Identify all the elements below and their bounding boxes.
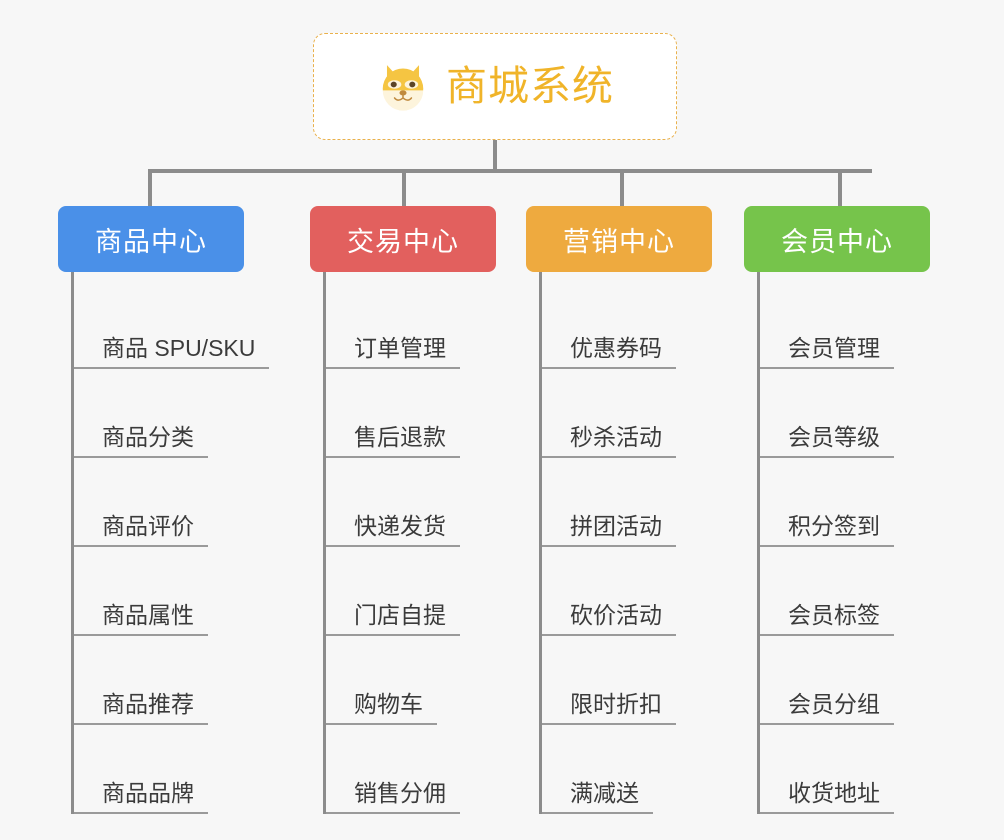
branch-column-transaction-center: 交易中心 订单管理 售后退款 快递发货 门店自提 购物车 销售分佣 — [310, 206, 526, 814]
list-item-label: 商品属性 — [74, 602, 208, 636]
list-item-label: 砍价活动 — [542, 602, 676, 636]
branch-column-product-center: 商品中心 商品 SPU/SKU 商品分类 商品评价 商品属性 商品推荐 商品品牌 — [58, 206, 308, 814]
list-item[interactable]: 商品分类 — [74, 369, 308, 458]
list-item[interactable]: 商品 SPU/SKU — [74, 280, 308, 369]
list-item-label: 售后退款 — [326, 424, 460, 458]
category-header-product-center[interactable]: 商品中心 — [58, 206, 244, 272]
connector-horizontal-bus — [148, 169, 872, 173]
list-item-label: 积分签到 — [760, 513, 894, 547]
list-item-label: 销售分佣 — [326, 780, 460, 814]
branch-column-marketing-center: 营销中心 优惠券码 秒杀活动 拼团活动 砍价活动 限时折扣 满减送 — [526, 206, 742, 814]
list-item-label: 秒杀活动 — [542, 424, 676, 458]
list-item[interactable]: 收货地址 — [760, 725, 960, 814]
item-list-member-center: 会员管理 会员等级 积分签到 会员标签 会员分组 收货地址 — [757, 272, 960, 814]
item-list-marketing-center: 优惠券码 秒杀活动 拼团活动 砍价活动 限时折扣 满减送 — [539, 272, 742, 814]
shiba-dog-face-icon — [382, 64, 424, 111]
list-item-label: 订单管理 — [326, 335, 460, 369]
list-item[interactable]: 商品属性 — [74, 547, 308, 636]
connector-drop-2 — [402, 169, 406, 206]
list-item-label: 商品推荐 — [74, 691, 208, 725]
list-item[interactable]: 商品评价 — [74, 458, 308, 547]
list-item[interactable]: 门店自提 — [326, 547, 526, 636]
connector-drop-4 — [838, 169, 842, 206]
category-header-member-center[interactable]: 会员中心 — [744, 206, 930, 272]
list-item[interactable]: 会员分组 — [760, 636, 960, 725]
list-item-label: 会员标签 — [760, 602, 894, 636]
list-item-label: 购物车 — [326, 691, 437, 725]
list-item-label: 满减送 — [542, 780, 653, 814]
list-item-label: 限时折扣 — [542, 691, 676, 725]
list-item-label: 拼团活动 — [542, 513, 676, 547]
category-header-marketing-center[interactable]: 营销中心 — [526, 206, 712, 272]
list-item-label: 会员分组 — [760, 691, 894, 725]
connector-drop-3 — [620, 169, 624, 206]
list-item-label: 商品分类 — [74, 424, 208, 458]
category-header-transaction-center[interactable]: 交易中心 — [310, 206, 496, 272]
list-item[interactable]: 拼团活动 — [542, 458, 742, 547]
list-item[interactable]: 优惠券码 — [542, 280, 742, 369]
list-item[interactable]: 订单管理 — [326, 280, 526, 369]
list-item-label: 快递发货 — [326, 513, 460, 547]
connector-root-stem — [493, 140, 497, 172]
list-item[interactable]: 会员等级 — [760, 369, 960, 458]
list-item[interactable]: 售后退款 — [326, 369, 526, 458]
list-item[interactable]: 砍价活动 — [542, 547, 742, 636]
list-item-label: 商品品牌 — [74, 780, 208, 814]
list-item-label: 门店自提 — [326, 602, 460, 636]
list-item[interactable]: 限时折扣 — [542, 636, 742, 725]
list-item-label: 优惠券码 — [542, 335, 676, 369]
item-list-transaction-center: 订单管理 售后退款 快递发货 门店自提 购物车 销售分佣 — [323, 272, 526, 814]
list-item[interactable]: 购物车 — [326, 636, 526, 725]
list-item[interactable]: 秒杀活动 — [542, 369, 742, 458]
list-item[interactable]: 销售分佣 — [326, 725, 526, 814]
list-item-label: 商品 SPU/SKU — [74, 335, 270, 369]
list-item[interactable]: 满减送 — [542, 725, 742, 814]
list-item[interactable]: 会员管理 — [760, 280, 960, 369]
root-node-shop-system[interactable]: 商城系统 — [313, 33, 677, 140]
list-item-label: 会员管理 — [760, 335, 894, 369]
list-item[interactable]: 会员标签 — [760, 547, 960, 636]
item-list-product-center: 商品 SPU/SKU 商品分类 商品评价 商品属性 商品推荐 商品品牌 — [71, 272, 308, 814]
list-item[interactable]: 快递发货 — [326, 458, 526, 547]
branch-column-member-center: 会员中心 会员管理 会员等级 积分签到 会员标签 会员分组 收货地址 — [744, 206, 960, 814]
root-title: 商城系统 — [446, 63, 614, 109]
list-item[interactable]: 商品品牌 — [74, 725, 308, 814]
list-item-label: 收货地址 — [760, 780, 894, 814]
list-item[interactable]: 积分签到 — [760, 458, 960, 547]
list-item-label: 商品评价 — [74, 513, 208, 547]
list-item-label: 会员等级 — [760, 424, 894, 458]
connector-drop-1 — [148, 169, 152, 206]
list-item[interactable]: 商品推荐 — [74, 636, 308, 725]
